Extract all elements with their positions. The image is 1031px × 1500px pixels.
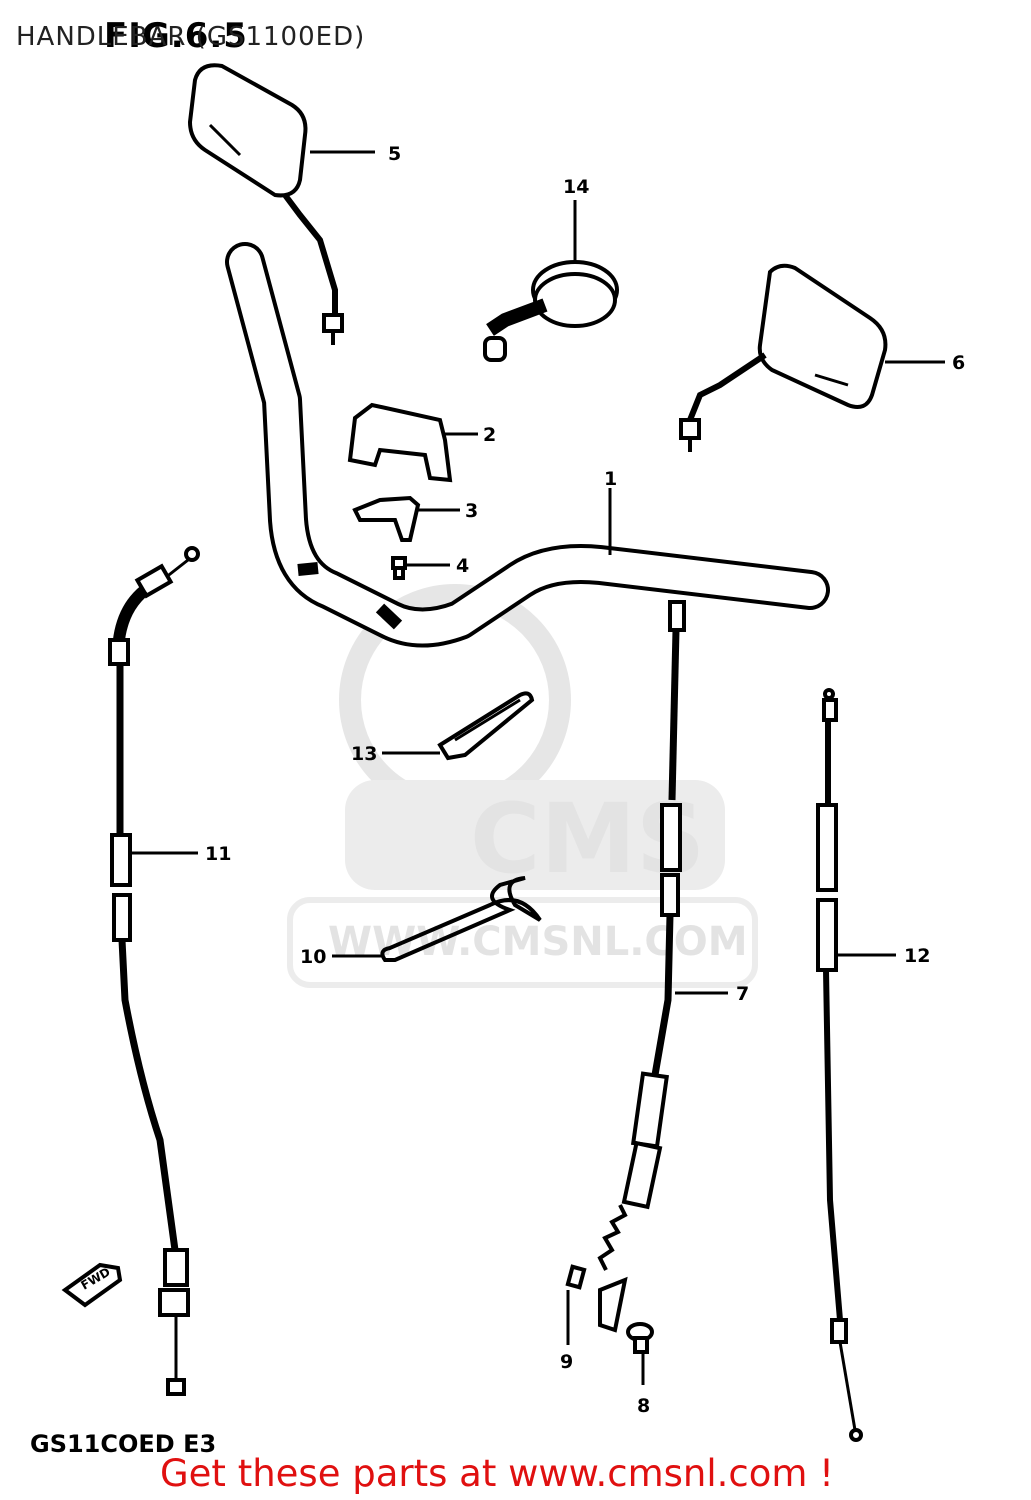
part-6-right-mirror: [679, 263, 888, 452]
model-code-label: GS11COED E3: [30, 1430, 217, 1458]
page-title: HANDLEBAR (GS1100ED): [16, 22, 366, 52]
callout-10: 10: [300, 946, 326, 968]
forward-arrow-icon: FWD: [61, 1262, 123, 1308]
call-to-action-link[interactable]: Get these parts at www.cmsnl.com !: [160, 1452, 835, 1495]
part-10-clip: [380, 876, 542, 962]
callout-3: 3: [465, 500, 478, 522]
part-1-handlebar: [225, 242, 830, 648]
part-2-holder-upper: [347, 402, 453, 483]
callout-9: 9: [560, 1351, 573, 1373]
part-13-clamp: [437, 691, 535, 761]
callout-6: 6: [952, 352, 965, 374]
callout-1: 1: [604, 468, 617, 490]
callout-14: 14: [563, 176, 589, 198]
part-7-clutch-cable: [597, 600, 686, 1333]
callout-13: 13: [351, 743, 377, 765]
callout-labels: 1 2 3 4 5 6 7 8 9 10 11 12 13 14: [205, 143, 965, 1417]
part-9-bolt: [565, 1264, 587, 1290]
callout-4: 4: [456, 555, 469, 577]
callout-12: 12: [904, 945, 930, 967]
callout-7: 7: [736, 983, 749, 1005]
callout-8: 8: [637, 1395, 650, 1417]
part-8-screw: [626, 1322, 654, 1354]
cmsnl-watermark: CMS WWW.CMSNL.COM: [287, 584, 758, 988]
part-3-bracket: [352, 495, 421, 542]
part-11-throttle-cable: [108, 546, 200, 1396]
callout-5: 5: [388, 143, 401, 165]
figure-label: FIG.6.5: [104, 16, 248, 56]
part-4-bolt: [391, 556, 407, 580]
part-14-gauge: [483, 260, 619, 362]
callout-11: 11: [205, 843, 231, 865]
part-12-cable: [816, 688, 863, 1442]
callout-2: 2: [483, 424, 496, 446]
part-5-left-mirror: [187, 63, 344, 345]
